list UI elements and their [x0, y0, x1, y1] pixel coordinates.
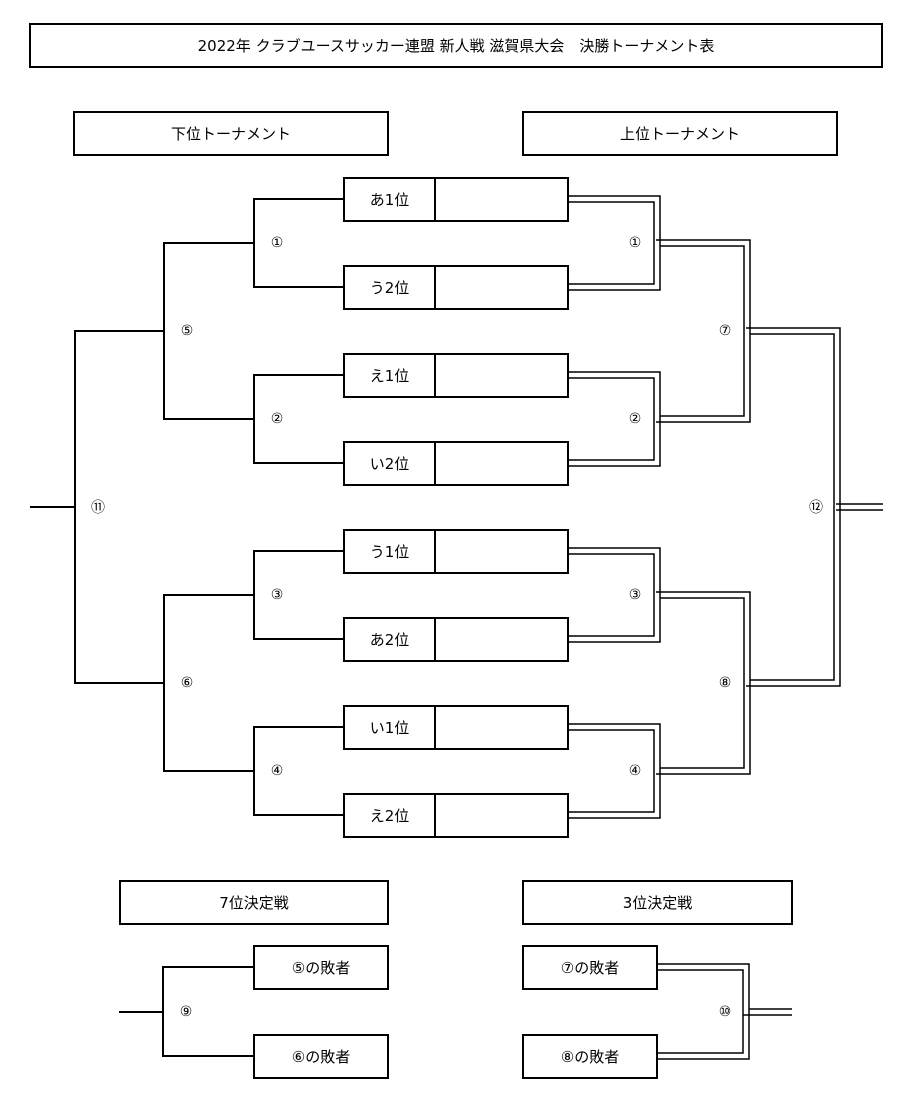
seventh-place-header: 7位決定戦 — [119, 880, 389, 925]
match-number-right-3: ③ — [628, 587, 642, 603]
match-number-9: ⑨ — [179, 1004, 193, 1020]
match-number-8: ⑧ — [718, 675, 732, 691]
team-slot-8: え2位 — [343, 793, 569, 838]
right-line-m2-inner — [568, 377, 655, 461]
loser-8-slot: ⑧の敗者 — [522, 1034, 658, 1079]
team-slot-4: い2位 — [343, 441, 569, 486]
right-line-m7-inner — [660, 245, 745, 417]
match-number-10: ⑩ — [718, 1004, 732, 1020]
loser-7-label: ⑦の敗者 — [560, 959, 620, 977]
team-slot-name — [436, 179, 567, 220]
team-slot-name — [436, 355, 567, 396]
right-line-m3-outer — [568, 547, 661, 643]
loser-5-label: ⑤の敗者 — [291, 959, 351, 977]
team-slot-1: あ1位 — [343, 177, 569, 222]
team-slot-name — [436, 443, 567, 484]
team-slot-label: え2位 — [345, 795, 436, 836]
team-slot-6: あ2位 — [343, 617, 569, 662]
right-line-m1-inner — [568, 201, 655, 285]
right-line-m1-outer — [568, 195, 661, 291]
team-slot-3: え1位 — [343, 353, 569, 398]
team-slot-name — [436, 267, 567, 308]
right-line-m3-inner — [568, 553, 655, 637]
match-number-7: ⑦ — [718, 323, 732, 339]
line-m10-inner — [657, 969, 744, 1054]
team-slot-label: え1位 — [345, 355, 436, 396]
right-line-m12-outer — [746, 327, 841, 687]
match-number-left-1: ① — [270, 235, 284, 251]
match-number-11: ⑪ — [91, 500, 105, 516]
right-line-m12-inner — [750, 333, 835, 681]
team-slot-label: あ1位 — [345, 179, 436, 220]
right-line-m4-inner — [568, 729, 655, 813]
match-number-5: ⑤ — [180, 323, 194, 339]
third-place-header: 3位決定戦 — [522, 880, 793, 925]
page-title: 2022年 クラブユースサッカー連盟 新人戦 滋賀県大会 決勝トーナメント表 — [29, 23, 883, 68]
match-number-left-2: ② — [270, 411, 284, 427]
line-m10-outer — [657, 963, 750, 1060]
match-number-right-2: ② — [628, 411, 642, 427]
right-line-m8-outer — [656, 591, 751, 775]
loser-6-slot: ⑥の敗者 — [253, 1034, 389, 1079]
team-slot-label: い2位 — [345, 443, 436, 484]
team-slot-name — [436, 531, 567, 572]
seventh-place-label: 7位決定戦 — [219, 894, 289, 912]
match-number-6: ⑥ — [180, 675, 194, 691]
match-number-left-3: ③ — [270, 587, 284, 603]
match-number-12: ⑫ — [809, 500, 823, 516]
loser-7-slot: ⑦の敗者 — [522, 945, 658, 990]
page-title-text: 2022年 クラブユースサッカー連盟 新人戦 滋賀県大会 決勝トーナメント表 — [197, 37, 715, 55]
team-slot-label: あ2位 — [345, 619, 436, 660]
team-slot-label: い1位 — [345, 707, 436, 748]
lower-tournament-label: 下位トーナメント — [170, 125, 291, 143]
team-slot-name — [436, 619, 567, 660]
loser-6-label: ⑥の敗者 — [291, 1048, 351, 1066]
loser-5-slot: ⑤の敗者 — [253, 945, 389, 990]
right-line-m4-outer — [568, 723, 661, 819]
right-line-m8-inner — [660, 597, 745, 769]
team-slot-2: う2位 — [343, 265, 569, 310]
third-place-label: 3位決定戦 — [622, 894, 693, 912]
team-slot-label: う2位 — [345, 267, 436, 308]
team-slot-label: う1位 — [345, 531, 436, 572]
match-number-right-1: ① — [628, 235, 642, 251]
team-slot-5: う1位 — [343, 529, 569, 574]
right-line-m7-outer — [656, 239, 751, 423]
team-slot-name — [436, 795, 567, 836]
right-line-m2-outer — [568, 371, 661, 467]
team-slot-7: い1位 — [343, 705, 569, 750]
team-slot-name — [436, 707, 567, 748]
upper-tournament-header: 上位トーナメント — [522, 111, 838, 156]
match-number-left-4: ④ — [270, 763, 284, 779]
match-number-right-4: ④ — [628, 763, 642, 779]
lower-tournament-header: 下位トーナメント — [73, 111, 389, 156]
loser-8-label: ⑧の敗者 — [560, 1048, 620, 1066]
upper-tournament-label: 上位トーナメント — [619, 125, 740, 143]
